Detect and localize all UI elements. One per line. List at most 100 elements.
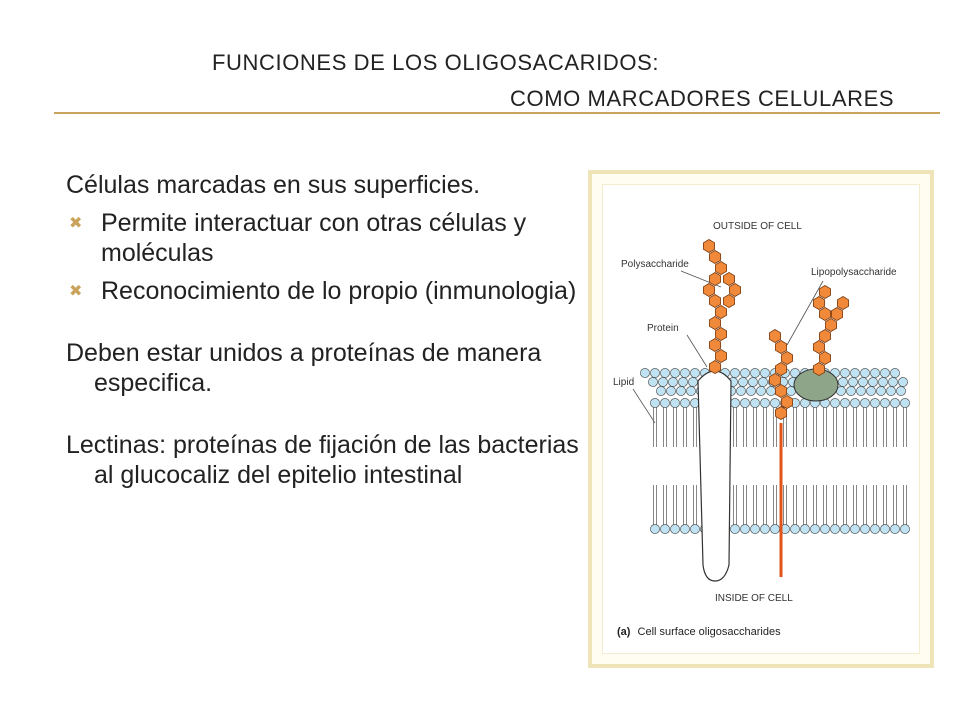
- sugar-unit: [709, 338, 721, 352]
- lipid-head: [890, 524, 900, 534]
- lipid-head: [670, 524, 680, 534]
- lipid-head: [830, 524, 840, 534]
- lipid-head: [860, 398, 870, 408]
- lipid-head: [840, 368, 850, 378]
- lipid-head: [760, 524, 770, 534]
- lipid-head: [660, 368, 670, 378]
- sugar-unit: [703, 283, 715, 297]
- sugar-unit: [709, 272, 721, 286]
- lipid-head: [866, 386, 876, 396]
- lipid-head: [898, 377, 908, 387]
- paragraph-binding: Deben estar unidos a proteínas de manera…: [66, 339, 542, 397]
- lipid-head: [900, 524, 910, 534]
- outside-label: OUTSIDE OF CELL: [713, 221, 802, 232]
- lipid-head: [870, 524, 880, 534]
- protein-label: Protein: [647, 323, 679, 334]
- figure-frame: OUTSIDE OF CELL Polysaccharide Lipopolys…: [588, 170, 934, 668]
- slide-title-line2: COMO MARCADORES CELULARES: [510, 86, 895, 111]
- x-mark-icon: ✖: [69, 215, 83, 232]
- intro-text: Células marcadas en sus superficies.: [66, 171, 481, 199]
- lipid-head: [846, 386, 856, 396]
- title-divider: [54, 112, 940, 114]
- sugar-unit: [818, 285, 832, 299]
- sugar-unit: [780, 395, 794, 409]
- sugar-unit: [715, 327, 727, 341]
- slide-content: Células marcadas en sus superficies. ✖ P…: [66, 170, 586, 490]
- sugar-unit: [812, 340, 826, 354]
- lipid-head: [880, 398, 890, 408]
- lipid-head: [740, 398, 750, 408]
- lipid-head: [688, 377, 698, 387]
- sugar-unit: [709, 360, 721, 374]
- lipid-head: [730, 524, 740, 534]
- lipid-head: [648, 377, 658, 387]
- sugar-unit: [768, 373, 782, 387]
- sugar-unit: [703, 239, 715, 253]
- lipid-head: [760, 398, 770, 408]
- lipid-head: [896, 386, 906, 396]
- lipid-head: [880, 524, 890, 534]
- lipid-head: [890, 398, 900, 408]
- slide-title-line1: FUNCIONES DE LOS OLIGOSACARIDOS:: [212, 50, 660, 75]
- sugar-unit: [723, 272, 736, 286]
- sugar-unit: [768, 329, 782, 343]
- lipid-head: [858, 377, 868, 387]
- lipid-head: [848, 377, 858, 387]
- lipid-head: [640, 368, 650, 378]
- sugar-unit: [729, 283, 742, 297]
- figure-panel: OUTSIDE OF CELL Polysaccharide Lipopolys…: [602, 184, 920, 654]
- lipid-head: [750, 524, 760, 534]
- sugar-unit: [836, 296, 850, 310]
- lipid-head: [850, 524, 860, 534]
- lipid-head: [850, 368, 860, 378]
- lipid-head: [650, 524, 660, 534]
- lipid-head: [860, 368, 870, 378]
- sugar-unit: [774, 362, 788, 376]
- sugar-unit: [715, 261, 727, 275]
- sugar-unit: [830, 307, 844, 321]
- sugar-unit: [774, 406, 788, 420]
- lipid-head: [670, 368, 680, 378]
- bullet-text: Reconocimiento de lo propio (inmunologia…: [101, 277, 577, 305]
- lipid-head: [810, 524, 820, 534]
- lipid-head: [680, 368, 690, 378]
- x-mark-icon: ✖: [69, 283, 83, 300]
- sugar-unit: [812, 362, 826, 376]
- lipid-head: [660, 398, 670, 408]
- lipid-head: [868, 377, 878, 387]
- lipid-head: [740, 368, 750, 378]
- lipopolysaccharide-label: Lipopolysaccharide: [811, 267, 897, 278]
- lipid-head: [766, 386, 776, 396]
- sugar-unit: [818, 351, 832, 365]
- lipid-head: [730, 368, 740, 378]
- leader-line: [632, 388, 656, 424]
- lipid-head: [738, 377, 748, 387]
- inside-label: INSIDE OF CELL: [715, 593, 793, 604]
- lipid-head: [856, 386, 866, 396]
- lipid-head: [840, 524, 850, 534]
- lipid-head: [676, 386, 686, 396]
- sugar-unit: [723, 294, 736, 308]
- lipid-head: [680, 524, 690, 534]
- lipid-head: [800, 524, 810, 534]
- leader-line: [686, 334, 708, 368]
- lipid-head: [770, 398, 780, 408]
- lipid-head: [840, 398, 850, 408]
- bullet-text: Permite interactuar con otras células y …: [101, 209, 527, 267]
- lipid-head: [758, 377, 768, 387]
- lipid-head: [656, 386, 666, 396]
- lipid-head: [686, 386, 696, 396]
- lipid-head: [860, 524, 870, 534]
- lipid-head: [658, 377, 668, 387]
- lipid-head: [666, 386, 676, 396]
- lipid-head: [886, 386, 896, 396]
- membrane-diagram: OUTSIDE OF CELL Polysaccharide Lipopolys…: [613, 221, 910, 638]
- lipid-head: [790, 524, 800, 534]
- lipid-head: [756, 386, 766, 396]
- sugar-unit: [715, 305, 727, 319]
- transmembrane-protein: [697, 370, 732, 582]
- lipid-head: [888, 377, 898, 387]
- caption-text: Cell surface oligosaccharides: [638, 626, 782, 638]
- lipid-head: [760, 368, 770, 378]
- lipid-head: [730, 398, 740, 408]
